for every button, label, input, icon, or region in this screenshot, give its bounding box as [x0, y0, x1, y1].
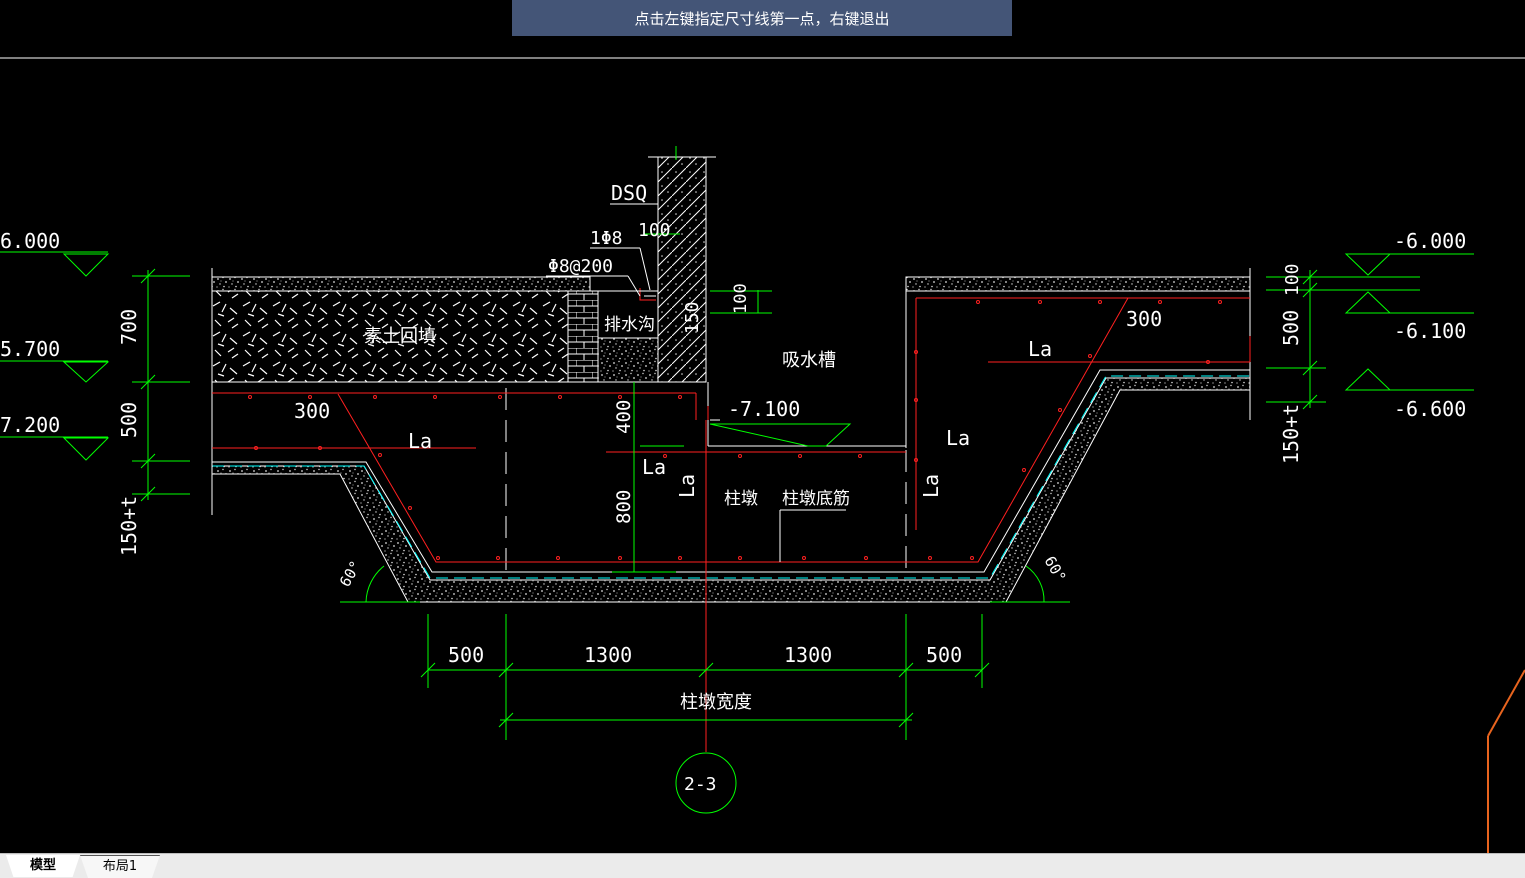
label-la-left: La: [408, 429, 432, 453]
drain-ditch-box: [597, 290, 659, 339]
drain-ditch-concrete: [597, 337, 659, 383]
brick-wall: [567, 290, 599, 383]
label-drain-ditch: 排水沟: [604, 315, 655, 335]
right-level-markers: [1266, 253, 1474, 410]
label-dim-300-left: 300: [294, 399, 330, 423]
left-elev-mid: 5.700: [0, 337, 60, 361]
label-angle-right: 60°: [1041, 553, 1070, 585]
left-elev-top: 6.000: [0, 229, 60, 253]
label-elev-7100: -7.100: [728, 397, 800, 421]
cad-drawing-canvas[interactable]: 6.000 5.700 7.200 700 500 150+t: [0, 0, 1525, 853]
label-la-right: La: [946, 426, 970, 450]
pit-inner-line: [212, 369, 1250, 573]
left-dim-500: 500: [117, 402, 141, 438]
label-backfill: 素土回填: [364, 326, 436, 347]
right-dim-100: 100: [1282, 263, 1303, 296]
label-angle-left: 60°: [336, 558, 365, 590]
right-elev-6100: -6.100: [1394, 319, 1466, 343]
label-sump: 吸水槽: [782, 350, 836, 371]
label-la-vert-left: La: [675, 474, 699, 498]
label-dim-100-top: 100: [638, 220, 671, 241]
bottom-dim-1300-left: 1300: [584, 643, 632, 667]
soil-backfill: [211, 290, 569, 383]
angle-markers: [340, 565, 1070, 603]
retaining-wall: [657, 156, 707, 383]
layout-tab-bar: 模型 布局1: [0, 853, 1525, 878]
right-dim-500: 500: [1279, 310, 1303, 346]
tab-layout1[interactable]: 布局1: [80, 855, 160, 878]
label-pier-width: 柱墩宽度: [680, 692, 752, 713]
left-dim-150t: 150+t: [117, 496, 141, 556]
label-dsq: DSQ: [611, 181, 647, 205]
inner-dimensions: [612, 146, 852, 573]
axis-label: 2-3: [684, 774, 717, 795]
command-prompt-tooltip: 点击左键指定尺寸线第一点，右键退出: [512, 0, 1012, 36]
label-rebar-phi8-200: Φ8@200: [548, 256, 613, 277]
bottom-dim-500-left: 500: [448, 643, 484, 667]
right-dim-150t: 150+t: [1279, 404, 1303, 464]
callout-leaders: [546, 203, 846, 562]
bottom-dim-1300-right: 1300: [784, 643, 832, 667]
right-slab-topping: [905, 276, 1251, 292]
right-elev-6600: -6.600: [1394, 397, 1466, 421]
label-la-top-right: La: [1028, 337, 1052, 361]
right-elev-6000: -6.000: [1394, 229, 1466, 253]
label-dim-100-vert: 100: [731, 283, 751, 314]
label-dim-400: 400: [613, 400, 635, 434]
left-slab-topping: [211, 276, 591, 292]
label-la-vert-right: La: [919, 474, 943, 498]
label-rebar-1phi8: 1Φ8: [590, 228, 623, 249]
waterproof-layer: [212, 375, 1250, 579]
label-dim-150-wall: 150: [682, 301, 703, 334]
reinforcement-bars: [212, 288, 1251, 752]
orange-boundary-line-diag: [1487, 669, 1525, 737]
label-pier: 柱墩: [724, 489, 758, 509]
label-dim-800: 800: [613, 490, 635, 524]
rebar-dots: [248, 300, 1222, 560]
tab-model[interactable]: 模型: [6, 855, 80, 877]
left-level-markers: [0, 251, 190, 502]
left-elev-low: 7.200: [0, 413, 60, 437]
left-dim-700: 700: [117, 309, 141, 345]
label-pier-bottom-rebar: 柱墩底筋: [782, 489, 850, 509]
label-dim-300-right: 300: [1126, 307, 1162, 331]
label-la-mid: La: [642, 455, 666, 479]
bottom-dimension-lines: [420, 614, 990, 814]
bottom-dim-500-right: 500: [926, 643, 962, 667]
